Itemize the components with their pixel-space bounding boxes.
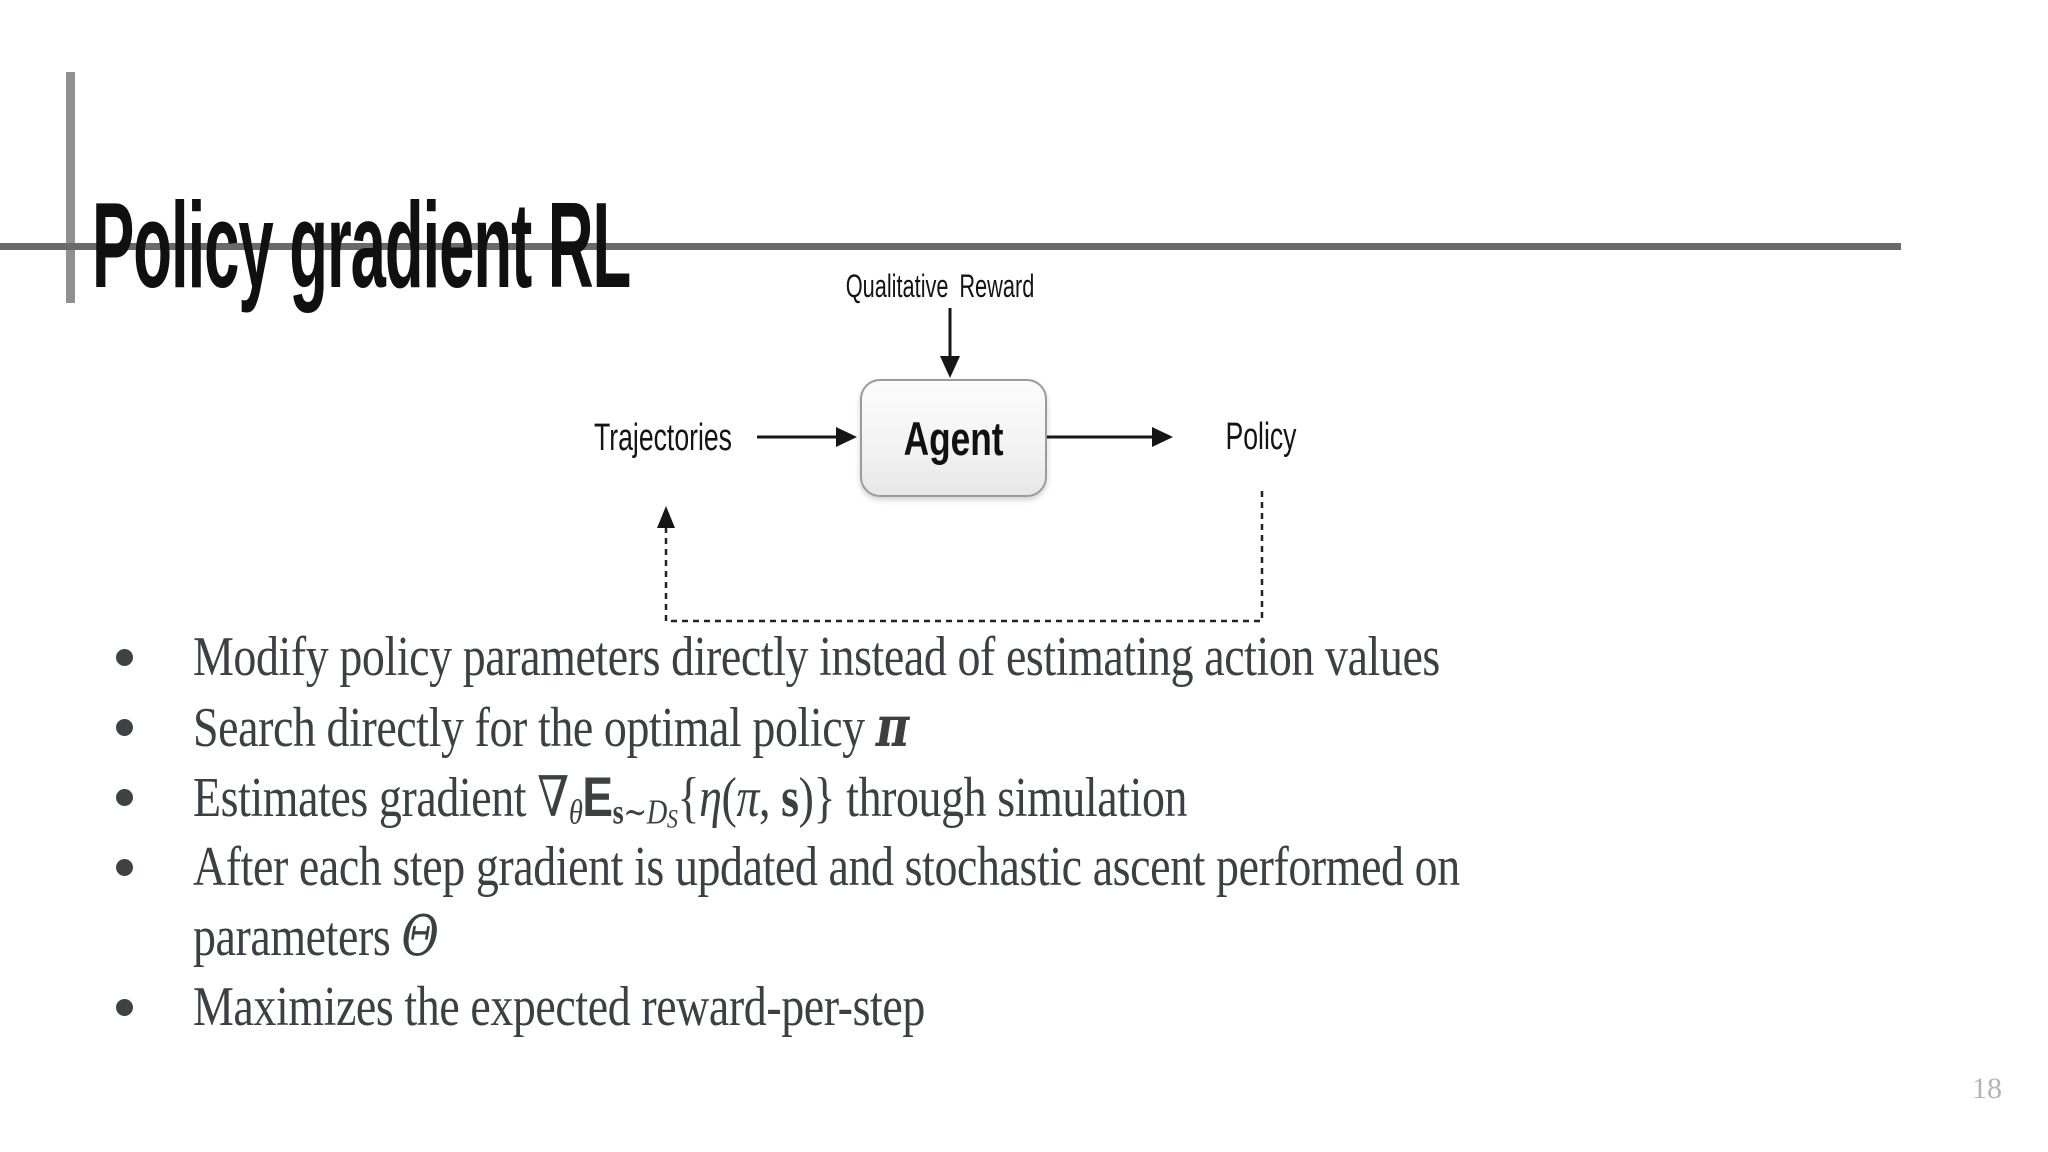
trajectories-label: Trajectories: [594, 417, 732, 459]
bullet-text-4: After each step gradient is updated and …: [193, 836, 1460, 969]
bullet-dot: [116, 719, 133, 736]
trajectories-to-agent-arrow: [757, 427, 857, 447]
agent-to-policy-arrow: [1047, 427, 1173, 447]
qualitative-reward-label: Qualitative Reward: [845, 268, 1035, 304]
bullet-item-2: Search directly for the optimal policy π: [100, 692, 1900, 762]
bullet-item-3: Estimates gradient ∇θEs∼DS{η(π, s)} thro…: [100, 762, 1900, 833]
eta-symbol: η: [699, 767, 722, 829]
bullet-dot: [116, 999, 133, 1016]
title-vertical-accent-bar: [66, 72, 75, 303]
feedback-up-arrowhead: [657, 506, 675, 528]
theta-subscript: θ: [568, 792, 583, 832]
bullet-item-1: Modify policy parameters directly instea…: [100, 622, 1900, 692]
bullet-dot: [116, 789, 133, 806]
state-symbol: s: [781, 767, 799, 829]
bullet-text-2: Search directly for the optimal policy π: [193, 694, 910, 760]
reward-down-arrow: [940, 308, 960, 378]
nabla-symbol: ∇: [537, 765, 569, 830]
tilde-symbol: ∼: [623, 792, 647, 833]
page-number: 18: [1972, 1072, 2002, 1105]
bullet-text-3: Estimates gradient ∇θEs∼DS{η(π, s)} thro…: [193, 765, 1188, 834]
state-subscript: s: [612, 792, 624, 832]
capital-theta-symbol: Θ: [401, 904, 439, 969]
page-title: Policy gradient RL: [92, 176, 631, 313]
policy-label: Policy: [1225, 416, 1297, 458]
pi-symbol: π: [875, 694, 910, 760]
pi-symbol: π: [736, 767, 760, 829]
bullet-item-4: After each step gradient is updated and …: [100, 832, 1900, 972]
expectation-symbol: E: [582, 765, 613, 828]
bullet-list: Modify policy parameters directly instea…: [100, 622, 1900, 1042]
bullet-dot: [116, 649, 133, 666]
bullet-text-1: Modify policy parameters directly instea…: [193, 626, 1440, 688]
state-space-subscript: S: [666, 803, 678, 834]
bullet-dot: [116, 859, 133, 876]
bullet-text-5: Maximizes the expected reward-per-step: [193, 976, 925, 1038]
feedback-dashed-loop: [657, 491, 1264, 623]
distribution-symbol: D: [646, 792, 668, 832]
agent-node: Agent: [860, 379, 1047, 497]
title-horizontal-rule: [0, 243, 1901, 250]
agent-label: Agent: [903, 411, 1004, 465]
bullet-item-5: Maximizes the expected reward-per-step: [100, 972, 1900, 1042]
